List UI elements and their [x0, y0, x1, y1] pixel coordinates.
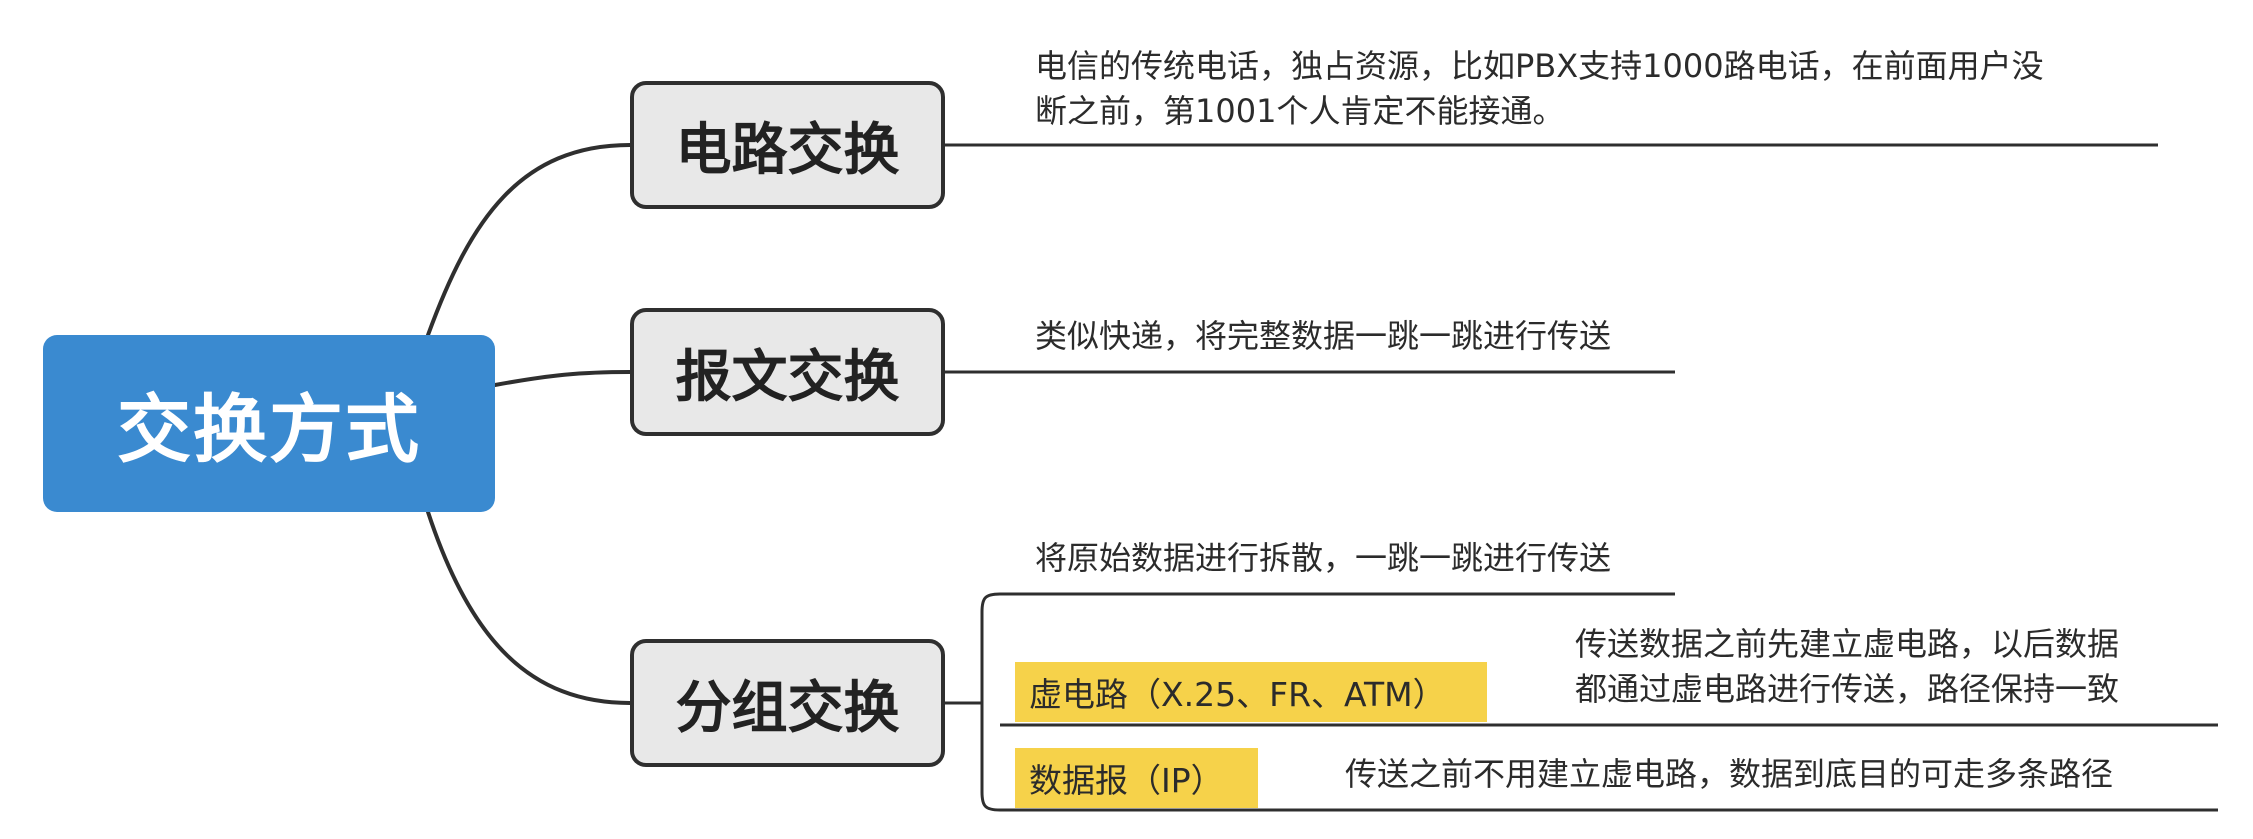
subtopic-label: 数据报（IP）: [1029, 761, 1224, 800]
circuit-switching-desc: 电信的传统电话，独占资源，比如PBX支持1000路电话，在前面用户没 断之前，第…: [1035, 44, 2044, 134]
topic-message-switching[interactable]: 报文交换: [630, 308, 945, 436]
virtual-circuit-desc-line-2: 都通过虚电路进行传送，路径保持一致: [1575, 670, 2120, 708]
connector-root-packet: [426, 510, 632, 705]
virtual-circuit-desc: 传送数据之前先建立虚电路，以后数据 都通过虚电路进行传送，路径保持一致: [1575, 622, 2119, 712]
subtopic-label: 虚电路（X.25、FR、ATM）: [1029, 675, 1446, 714]
subtopic-datagram[interactable]: 数据报（IP）: [1015, 748, 1258, 808]
root-topic-label: 交换方式: [117, 387, 421, 473]
topic-label: 电路交换: [675, 117, 900, 183]
datagram-desc: 传送之前不用建立虚电路，数据到底目的可走多条路径: [1345, 755, 2114, 793]
subtopic-virtual-circuit[interactable]: 虚电路（X.25、FR、ATM）: [1015, 662, 1487, 722]
topic-packet-switching[interactable]: 分组交换: [630, 639, 945, 767]
packet-switching-desc: 将原始数据进行拆散，一跳一跳进行传送: [1035, 539, 1612, 577]
topic-circuit-switching[interactable]: 电路交换: [630, 81, 945, 209]
message-switching-desc: 类似快递，将完整数据一跳一跳进行传送: [1035, 317, 1612, 355]
virtual-circuit-desc-line-1: 传送数据之前先建立虚电路，以后数据: [1575, 625, 2120, 663]
connector-root-message: [493, 370, 632, 387]
circuit-switching-desc-line-1: 电信的传统电话，独占资源，比如PBX支持1000路电话，在前面用户没: [1035, 47, 2044, 85]
connector-root-circuit: [426, 143, 632, 337]
circuit-switching-desc-line-2: 断之前，第1001个人肯定不能接通。: [1035, 92, 1565, 130]
topic-label: 报文交换: [675, 344, 900, 410]
topic-label: 分组交换: [675, 675, 900, 741]
root-topic-exchange-methods[interactable]: 交换方式: [43, 335, 495, 512]
bracket-packet-children: [980, 592, 1001, 812]
